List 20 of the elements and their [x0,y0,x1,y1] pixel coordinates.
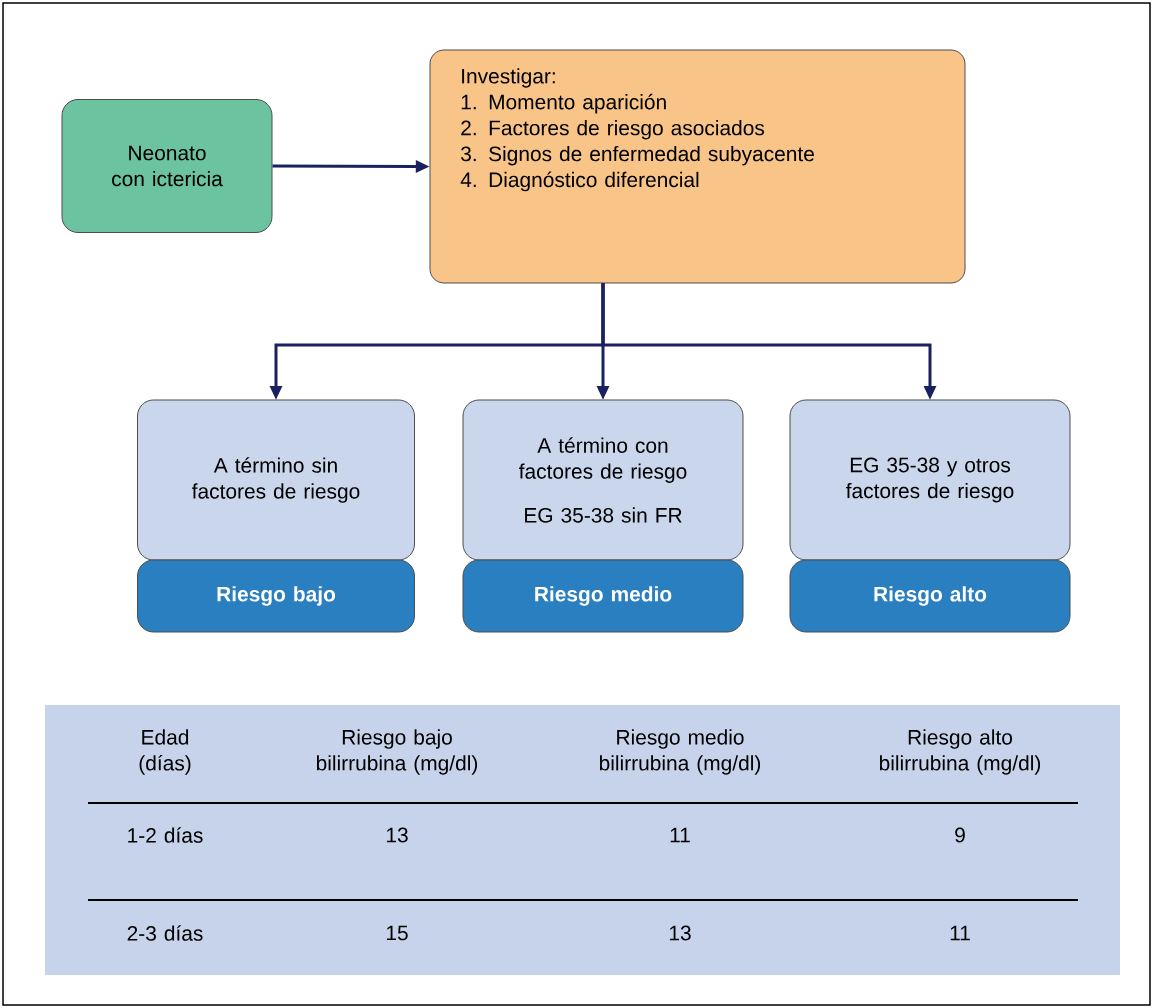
table-cell: 2-3 días [127,925,203,941]
table-cell: 13 [669,925,691,941]
column-header: Riesgo alto bilirrubina (mg/dl) [879,729,1041,775]
category-box: EG 35-38 y otros factores de riesgo [789,399,1071,561]
category-box: A término sin factores de riesgo [137,399,415,561]
risk-band: Riesgo alto [789,559,1071,633]
table-cell: 9 [955,827,965,843]
column-header: Edad (días) [139,729,191,775]
start-box: Neonato con ictericia [61,99,273,233]
risk-band: Riesgo bajo [137,559,415,633]
risk-band: Riesgo medio [462,559,744,633]
process-box: Investigar: 1. Momento aparición 2. Factores de riesgo asociados 3. Signos de enfermedad subyacente 4. Diagnóstico diferencial [429,49,966,284]
table-cell: 13 [386,827,408,843]
table-cell: 1-2 días [128,827,203,843]
table-cell: 11 [950,925,970,941]
column-header: Riesgo medio bilirrubina (mg/dl) [599,729,761,775]
table-cell: 15 [386,925,408,941]
column-header: Riesgo bajo bilirrubina (mg/dl) [316,729,478,775]
table-cell: 11 [670,827,690,843]
category-box: A término con factores de riesgo EG 35-38 sin FR [462,399,744,561]
